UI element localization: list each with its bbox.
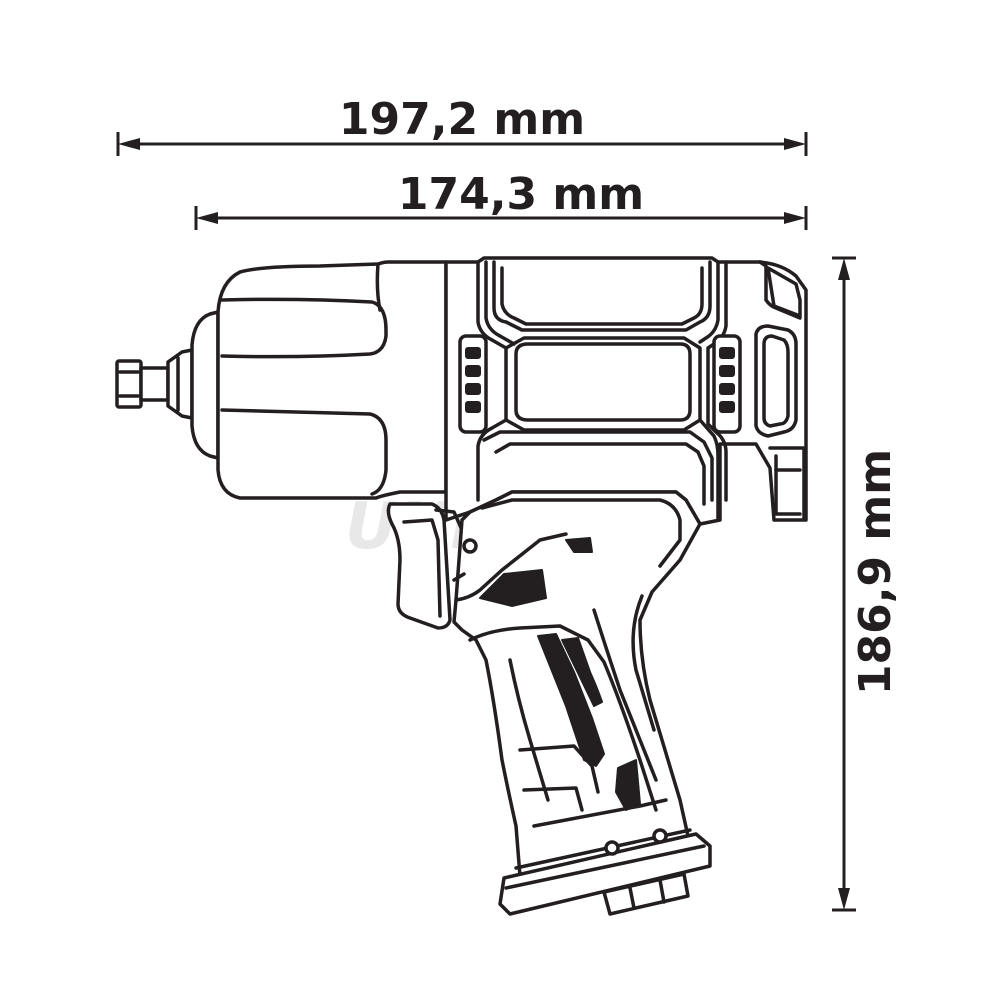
- body-length-label: 174,3 mm: [398, 169, 644, 220]
- dimension-height: 186,9 mm: [832, 256, 901, 912]
- trigger: [386, 502, 464, 630]
- reverse-selector: [452, 538, 478, 582]
- handle-grip: [452, 490, 702, 878]
- motor-housing: [444, 256, 808, 526]
- handle-base: [498, 828, 712, 916]
- vent-right: [712, 334, 742, 434]
- dimension-body-length: 174,3 mm: [194, 169, 808, 230]
- impact-wrench-drawing: [115, 256, 808, 916]
- square-drive-anvil: [115, 348, 194, 420]
- dimension-overall-length: 197,2 mm: [116, 94, 808, 156]
- hammer-case: [216, 260, 448, 500]
- overall-length-label: 197,2 mm: [339, 94, 585, 145]
- vent-left: [458, 334, 488, 434]
- height-label: 186,9 mm: [850, 449, 901, 695]
- nose-ring: [190, 310, 220, 460]
